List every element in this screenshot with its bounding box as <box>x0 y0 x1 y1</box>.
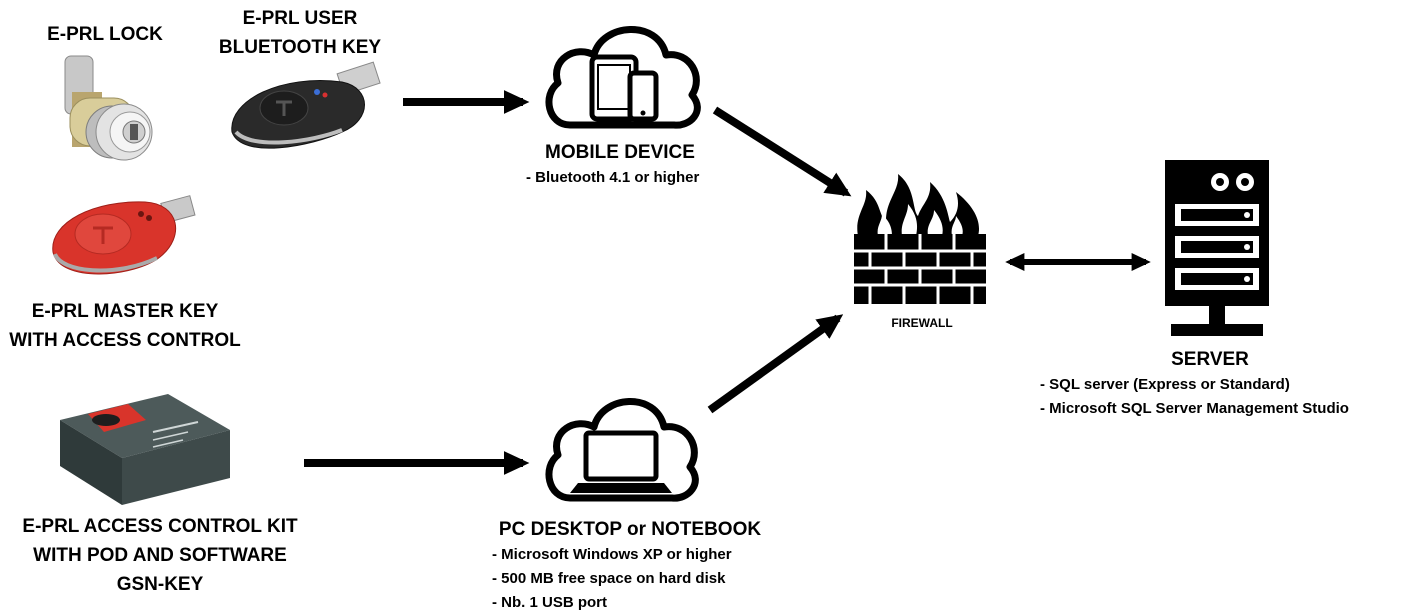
lock-title: E-PRL LOCK <box>47 24 163 45</box>
master-key-title-line-1: E-PRL MASTER KEY <box>31 301 219 322</box>
master-key-title-line-2: WITH ACCESS CONTROL <box>9 330 241 351</box>
lock-icon <box>50 52 165 170</box>
mobile-device-spec-1: - Bluetooth 4.1 or higher <box>526 169 700 186</box>
server-specs: - SQL server (Express or Standard) - Mic… <box>1040 373 1349 421</box>
kit-title-line-3: GSN-KEY <box>116 574 204 595</box>
mobile-device-label: MOBILE DEVICE <box>520 138 720 167</box>
cloud-laptop-icon <box>540 383 700 508</box>
user-key-label: E-PRL USER BLUETOOTH KEY <box>205 4 395 62</box>
kit-label: E-PRL ACCESS CONTROL KIT WITH POD AND SO… <box>10 512 310 599</box>
cloud-mobile-icon <box>540 15 705 135</box>
server-title: SERVER <box>1171 349 1249 370</box>
server-spec-2: - Microsoft SQL Server Management Studio <box>1040 400 1349 417</box>
mobile-device-title: MOBILE DEVICE <box>545 142 695 163</box>
pc-spec-3: - Nb. 1 USB port <box>492 594 607 611</box>
firewall-label: FIREWALL <box>852 311 992 335</box>
arrow-mobile-to-firewall <box>712 106 852 197</box>
bluetooth-key-icon <box>222 60 387 160</box>
server-spec-1: - SQL server (Express or Standard) <box>1040 376 1290 393</box>
kit-title-line-2: WITH POD AND SOFTWARE <box>33 545 287 566</box>
pc-spec-2: - 500 MB free space on hard disk <box>492 570 726 587</box>
server-label: SERVER <box>1140 345 1280 374</box>
pc-specs: - Microsoft Windows XP or higher - 500 M… <box>492 543 732 615</box>
user-key-title-line-1: E-PRL USER <box>242 8 358 29</box>
mobile-device-specs: - Bluetooth 4.1 or higher <box>526 166 699 190</box>
pc-spec-1: - Microsoft Windows XP or higher <box>492 546 732 563</box>
server-icon <box>1163 158 1273 340</box>
master-key-icon <box>45 192 200 292</box>
firewall-icon <box>852 170 988 306</box>
kit-title-line-1: E-PRL ACCESS CONTROL KIT <box>22 516 298 537</box>
arrow-pc-to-firewall <box>707 314 844 414</box>
lock-label: E-PRL LOCK <box>20 20 190 49</box>
pc-label: PC DESKTOP or NOTEBOOK <box>470 515 790 544</box>
user-key-title-line-2: BLUETOOTH KEY <box>218 37 382 58</box>
firewall-title: FIREWALL <box>891 316 953 330</box>
master-key-label: E-PRL MASTER KEY WITH ACCESS CONTROL <box>0 297 250 355</box>
kit-box-icon <box>58 392 233 507</box>
pc-title: PC DESKTOP or NOTEBOOK <box>498 519 762 540</box>
